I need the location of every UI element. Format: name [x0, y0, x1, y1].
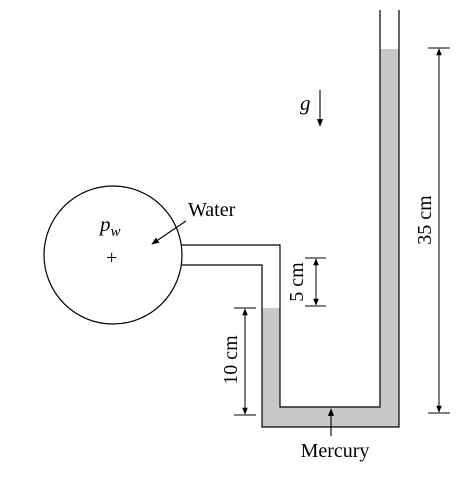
water-arrow [151, 220, 187, 245]
dim-5cm-label: 5 cm [286, 262, 308, 302]
dim-35cm-label: 35 cm [414, 195, 436, 245]
connecting-pipe-upper-wall [181, 10, 381, 408]
mercury-label: Mercury [301, 440, 370, 462]
mercury-column [262, 49, 399, 427]
dim-10cm-label: 10 cm [220, 335, 242, 385]
pressure-subscript: w [111, 224, 121, 240]
water-label: Water [188, 199, 236, 221]
center-marker: + [106, 247, 117, 269]
connecting-pipe-lower-wall [182, 10, 400, 428]
pressure-symbol: p [98, 212, 111, 236]
pressure-vessel [43, 185, 183, 325]
pressure-label: pw [98, 212, 121, 240]
gravity-label: g [300, 91, 311, 115]
